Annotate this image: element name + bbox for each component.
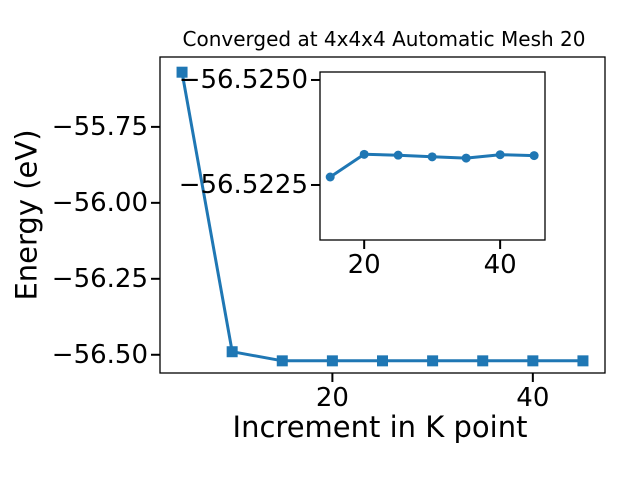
inset-plot-marker [461,153,471,163]
main-plot-marker [326,355,338,367]
inset-plot-marker [495,150,505,160]
main-plot-marker [377,355,388,367]
inset-plot-marker [427,152,437,162]
main-plot-marker [427,355,439,367]
main-plot-marker [226,346,238,358]
main-plot-marker [527,355,539,367]
inset-plot-marker [393,150,403,160]
inset-plot-marker [325,172,335,182]
main-plot-marker [477,355,489,367]
inset-plot-marker [359,149,369,159]
main-plot-frame [159,56,606,374]
main-plot-marker [276,355,288,367]
inset-plot-marker [529,151,539,161]
main-plot-marker [577,355,589,367]
inset-plot-frame [319,71,546,241]
main-plot-marker [176,66,188,78]
